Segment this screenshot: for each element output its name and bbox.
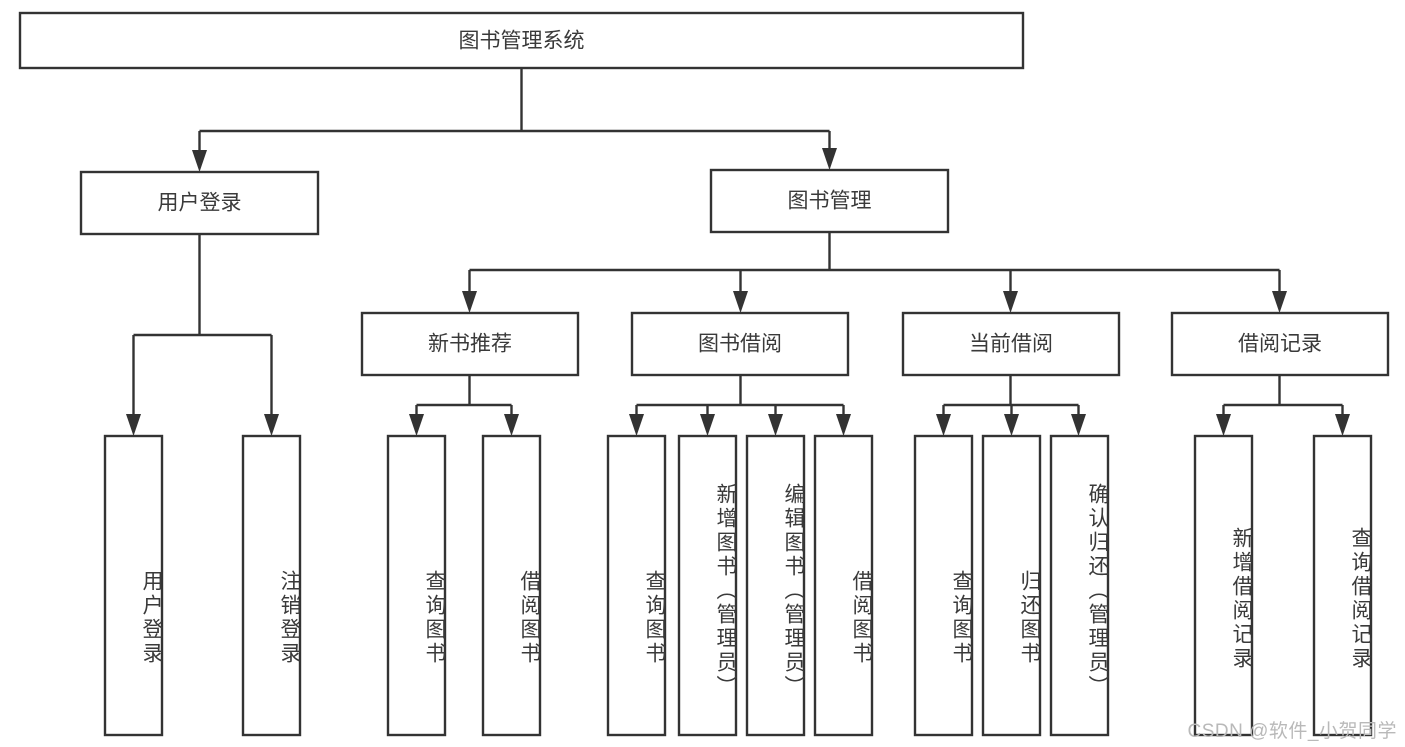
node-label-borrow-record: 借阅记录 bbox=[1238, 333, 1322, 356]
node-box-current-borrow[interactable] bbox=[901, 311, 1121, 377]
node-box-leaf-user-login[interactable] bbox=[103, 434, 164, 737]
arrow-head-leaf-add-book bbox=[700, 414, 715, 436]
node-box-leaf-edit-book[interactable] bbox=[745, 434, 806, 737]
nodes-layer: 图书管理系统 用户登录 图书管理 新书推荐 图书借阅 当前借阅 借阅记录 bbox=[18, 11, 1390, 737]
arrow-head-current-borrow bbox=[1003, 291, 1018, 313]
arrow-head-leaf-borrow-book-2 bbox=[836, 414, 851, 436]
node-box-leaf-borrow-book-1[interactable] bbox=[481, 434, 542, 737]
arrow-head-book-manage bbox=[822, 148, 837, 170]
arrow-head-leaf-user-logout bbox=[264, 414, 279, 436]
arrow-head-leaf-borrow-book-1 bbox=[504, 414, 519, 436]
arrow-head-borrow-record bbox=[1272, 291, 1287, 313]
arrow-head-leaf-query-book-3 bbox=[936, 414, 951, 436]
node-box-leaf-borrow-book-2[interactable] bbox=[813, 434, 874, 737]
node-box-leaf-query-book-2[interactable] bbox=[606, 434, 667, 737]
node-box-book-manage[interactable] bbox=[709, 168, 950, 234]
node-box-leaf-query-book-3[interactable] bbox=[913, 434, 974, 737]
arrow-head-leaf-query-book-2 bbox=[629, 414, 644, 436]
node-label-root: 图书管理系统 bbox=[459, 30, 585, 53]
node-label-book-borrow: 图书借阅 bbox=[698, 333, 782, 356]
arrow-head-new-book-rec bbox=[462, 291, 477, 313]
arrow-head-leaf-add-record bbox=[1216, 414, 1231, 436]
arrow-head-leaf-return-book bbox=[1004, 414, 1019, 436]
node-box-borrow-record[interactable] bbox=[1170, 311, 1390, 377]
arrow-head-leaf-user-login bbox=[126, 414, 141, 436]
node-box-leaf-query-record[interactable] bbox=[1312, 434, 1373, 737]
node-box-new-book-rec[interactable] bbox=[360, 311, 580, 377]
node-label-current-borrow: 当前借阅 bbox=[969, 333, 1053, 356]
arrow-head-book-borrow bbox=[733, 291, 748, 313]
node-box-leaf-return-book[interactable] bbox=[981, 434, 1042, 737]
csdn-watermark: CSDN @软件_小贺同学 bbox=[1187, 721, 1397, 742]
node-box-leaf-user-logout[interactable] bbox=[241, 434, 302, 737]
arrow-head-leaf-edit-book bbox=[768, 414, 783, 436]
node-box-leaf-confirm-return[interactable] bbox=[1049, 434, 1110, 737]
node-box-leaf-add-record[interactable] bbox=[1193, 434, 1254, 737]
arrow-head-leaf-confirm-return bbox=[1071, 414, 1086, 436]
arrow-head-user-login bbox=[192, 150, 207, 172]
arrow-head-leaf-query-book-1 bbox=[409, 414, 424, 436]
node-label-user-login: 用户登录 bbox=[158, 192, 242, 215]
node-box-root[interactable] bbox=[18, 11, 1025, 70]
node-label-new-book-rec: 新书推荐 bbox=[428, 333, 512, 356]
node-box-user-login[interactable] bbox=[79, 170, 320, 236]
node-label-book-manage: 图书管理 bbox=[788, 190, 872, 213]
node-box-book-borrow[interactable] bbox=[630, 311, 850, 377]
node-box-leaf-add-book[interactable] bbox=[677, 434, 738, 737]
arrow-head-leaf-query-record bbox=[1335, 414, 1350, 436]
edges-layer bbox=[126, 68, 1350, 436]
node-box-leaf-query-book-1[interactable] bbox=[386, 434, 447, 737]
